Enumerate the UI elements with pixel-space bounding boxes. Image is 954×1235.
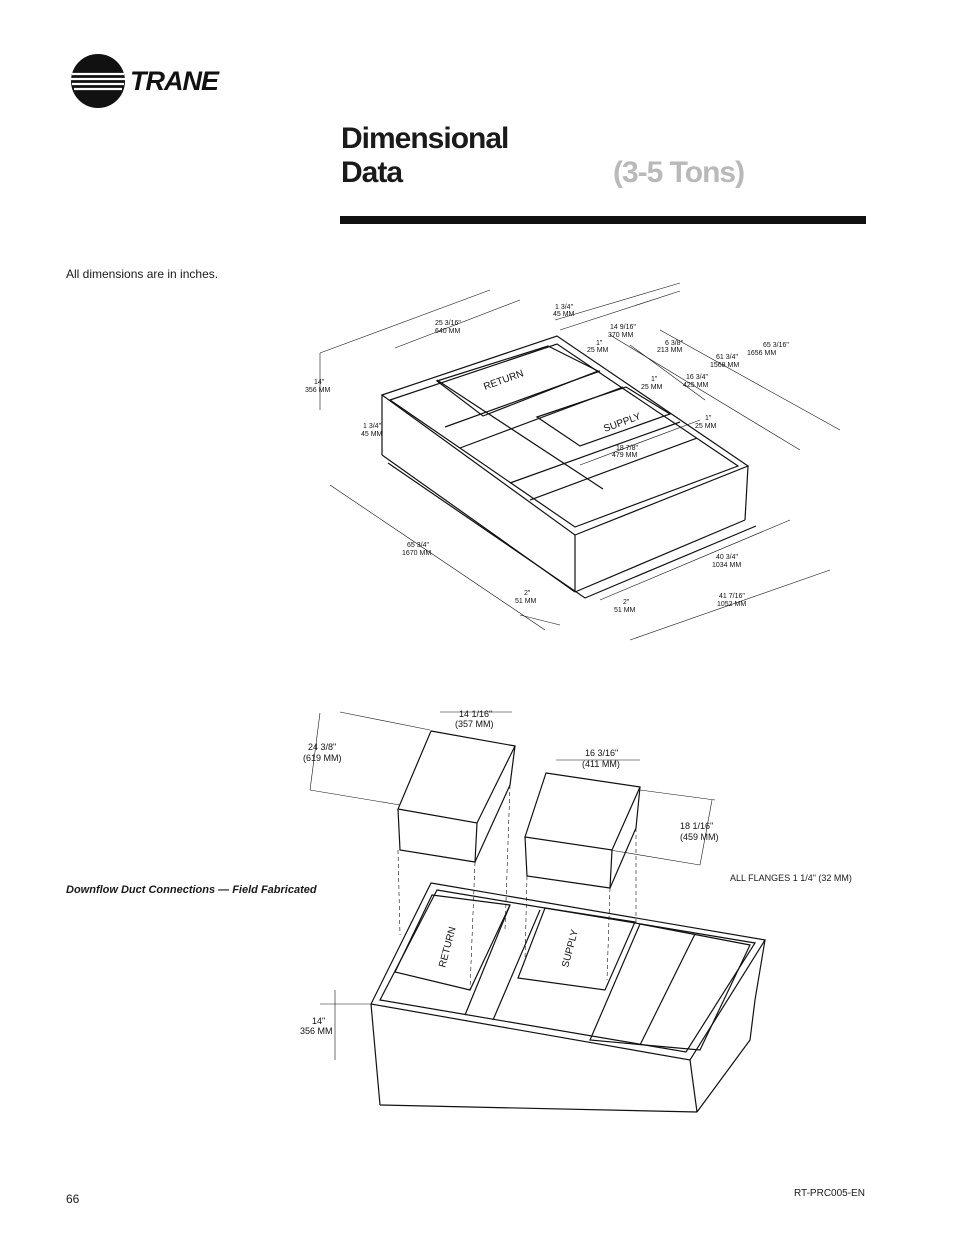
dim-label: 1" — [705, 415, 712, 422]
dim-label: 25 MM — [587, 347, 609, 354]
page-title-line2: Data — [341, 156, 403, 189]
page-subtitle: (3-5 Tons) — [613, 156, 745, 189]
duct-connections-drawing: RETURN SUPPLY 14 1/16" (357 MM) 24 3/8" … — [300, 709, 766, 1113]
dim-label: 16 3/16" — [585, 748, 618, 758]
dim-label: 14" — [312, 1016, 325, 1026]
supply-duct-label: SUPPLY — [560, 928, 581, 969]
header-rule — [340, 216, 866, 224]
dim-label: (357 MM) — [455, 719, 494, 729]
dim-label: (411 MM) — [582, 759, 620, 769]
dim-label: 1568 MM — [710, 362, 739, 369]
dim-label: 14 9/16" — [610, 324, 636, 331]
brand-wordmark: TRANE — [130, 66, 220, 96]
dim-label: 6 3/8" — [665, 340, 684, 347]
dim-label: 65 3/16" — [763, 342, 789, 349]
page-title-line1: Dimensional — [341, 122, 509, 155]
dim-label: 356 MM — [300, 1026, 333, 1036]
dimensions-note: All dimensions are in inches. — [66, 267, 219, 281]
page-title: Dimensional Data — [341, 122, 509, 190]
dim-label: 1034 MM — [712, 562, 741, 569]
dim-label: 1 3/4" — [555, 304, 574, 311]
return-opening-label: RETURN — [482, 368, 525, 393]
document-code: RT-PRC005-EN — [794, 1188, 865, 1199]
dim-label: 25 3/16" — [435, 320, 461, 327]
return-duct-label: RETURN — [437, 926, 458, 969]
dim-label: 45 MM — [361, 431, 383, 438]
trane-logo: TRANE — [71, 54, 221, 108]
dim-label: 65 3/4" — [407, 542, 429, 549]
dim-label: 61 3/4" — [716, 354, 738, 361]
dim-label: 18 7/8" — [616, 445, 638, 452]
dim-label: 640 MM — [435, 328, 460, 335]
dim-label: 24 3/8" — [308, 742, 336, 752]
dim-label: 213 MM — [657, 347, 682, 354]
figure-caption: Downflow Duct Connections — Field Fabric… — [66, 884, 317, 896]
dim-label: 2" — [623, 599, 630, 606]
dim-label: 2" — [524, 590, 531, 597]
dim-label: (459 MM) — [680, 832, 719, 842]
dim-label: 51 MM — [614, 607, 636, 614]
dim-label: 51 MM — [515, 598, 537, 605]
roof-curb-isometric-drawing: RETURN SUPPLY 1 3/4" 45 MM 25 3/16" 640 … — [305, 282, 841, 641]
dim-label: 25 MM — [641, 384, 663, 391]
dim-label: 18 1/16" — [680, 821, 713, 831]
dim-label: 1" — [651, 376, 658, 383]
dim-label: 425 MM — [683, 382, 708, 389]
dim-label: 25 MM — [695, 423, 717, 430]
dim-label: 40 3/4" — [716, 554, 738, 561]
dim-label: 45 MM — [553, 311, 575, 318]
dim-label: 1" — [596, 340, 603, 347]
dim-label: (619 MM) — [303, 753, 342, 763]
dim-label: 1 3/4" — [363, 423, 382, 430]
dim-label: 14" — [314, 379, 325, 386]
dim-label: 14 1/16" — [459, 709, 492, 719]
dim-label: 41 7/16" — [719, 593, 745, 600]
dim-label: 1670 MM — [402, 550, 431, 557]
dim-label: 479 MM — [612, 452, 637, 459]
dim-label: 1052 MM — [717, 601, 746, 608]
dim-label: 1656 MM — [747, 350, 776, 357]
page-number: 66 — [66, 1192, 80, 1206]
dim-label: 370 MM — [608, 332, 633, 339]
dim-label: 16 3/4" — [686, 374, 708, 381]
flanges-note: ALL FLANGES 1 1/4" (32 MM) — [730, 873, 852, 883]
dim-label: 356 MM — [305, 387, 330, 394]
